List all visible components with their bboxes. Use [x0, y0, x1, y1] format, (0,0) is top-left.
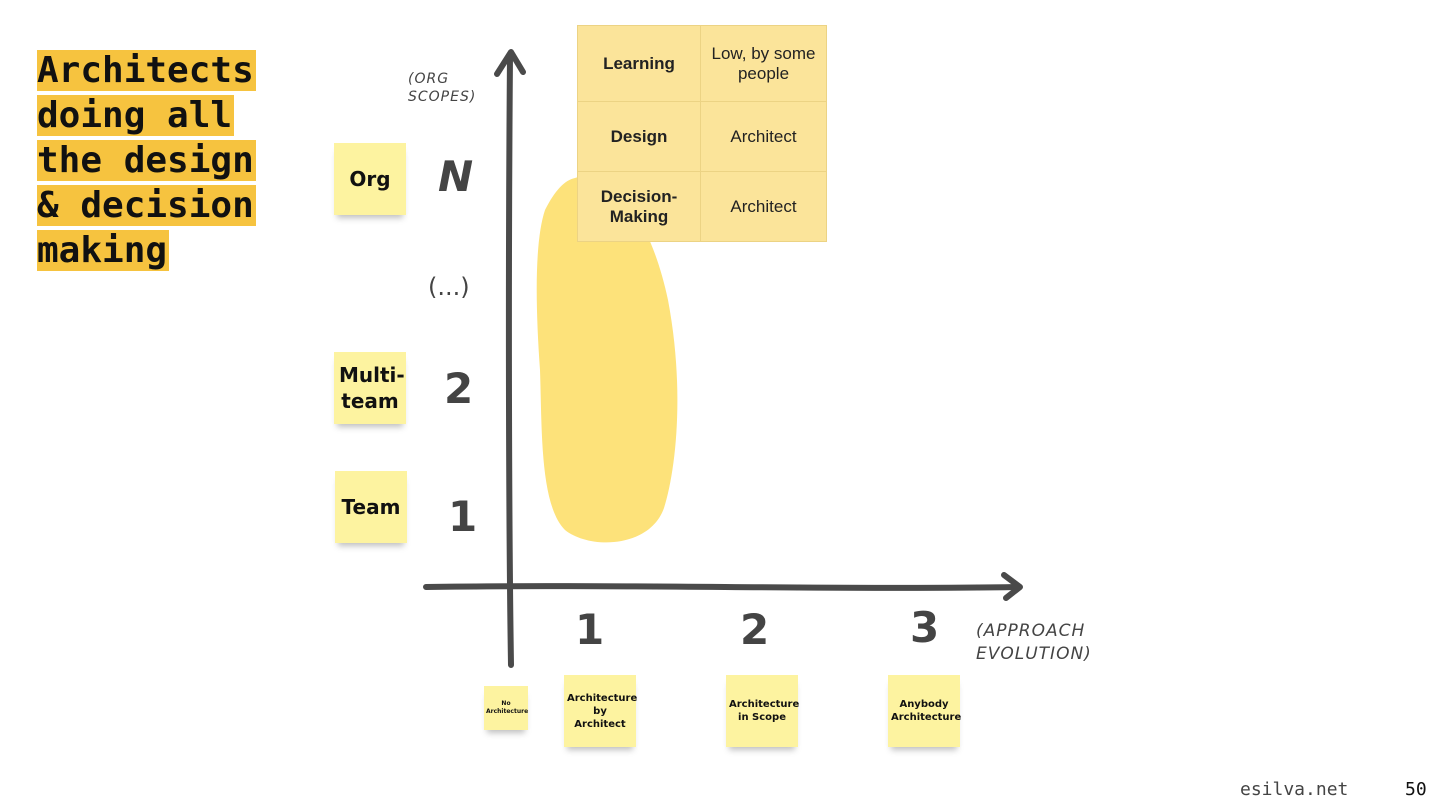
y-axis-arrowhead: [494, 49, 526, 77]
footer-site: esilva.net: [1240, 779, 1349, 800]
y-label-2: 2: [444, 364, 474, 413]
sticky-no-architecture: No Architecture: [484, 686, 528, 730]
attribute-table: Learning Low, by some people Design Arch…: [577, 25, 827, 242]
table-value: Architect: [700, 101, 827, 172]
table-row: Design Architect: [577, 101, 827, 172]
y-axis-line: [505, 52, 514, 668]
y-label-1: 1: [448, 492, 478, 541]
title-line: Architects: [37, 50, 256, 91]
title-line: making: [37, 230, 170, 271]
x-axis-line: [423, 583, 1021, 591]
title-line: the design: [37, 140, 256, 181]
table-row: Learning Low, by some people: [577, 25, 827, 102]
sticky-anybody-architecture: Anybody Architecture: [888, 675, 961, 747]
sticky-architecture-by-architect: Architecture by Architect: [564, 675, 637, 747]
table-key: Decision-Making: [577, 171, 701, 242]
sticky-architecture-in-scope: Architecture in Scope: [726, 675, 799, 747]
table-key: Learning: [577, 25, 701, 102]
slide-title: Architects doing all the design & decisi…: [37, 48, 277, 273]
y-label-ellipsis: (...): [428, 273, 470, 301]
footer-page-number: 50: [1405, 779, 1427, 800]
highlight-blob: [536, 175, 678, 543]
x-axis-arrowhead: [1001, 572, 1023, 601]
sticky-team: Team: [335, 471, 407, 543]
x-label-1: 1: [575, 605, 605, 654]
table-value: Low, by some people: [700, 25, 827, 102]
sticky-org: Org: [334, 143, 406, 215]
table-row: Decision-Making Architect: [577, 171, 827, 242]
title-line: & decision: [37, 185, 256, 226]
sticky-multi-team: Multi-team: [334, 352, 406, 424]
title-line: doing all: [37, 95, 235, 136]
x-label-3: 3: [910, 603, 940, 652]
table-value: Architect: [700, 171, 827, 242]
x-label-2: 2: [740, 605, 770, 654]
y-label-n: N: [438, 152, 474, 201]
table-key: Design: [577, 101, 701, 172]
